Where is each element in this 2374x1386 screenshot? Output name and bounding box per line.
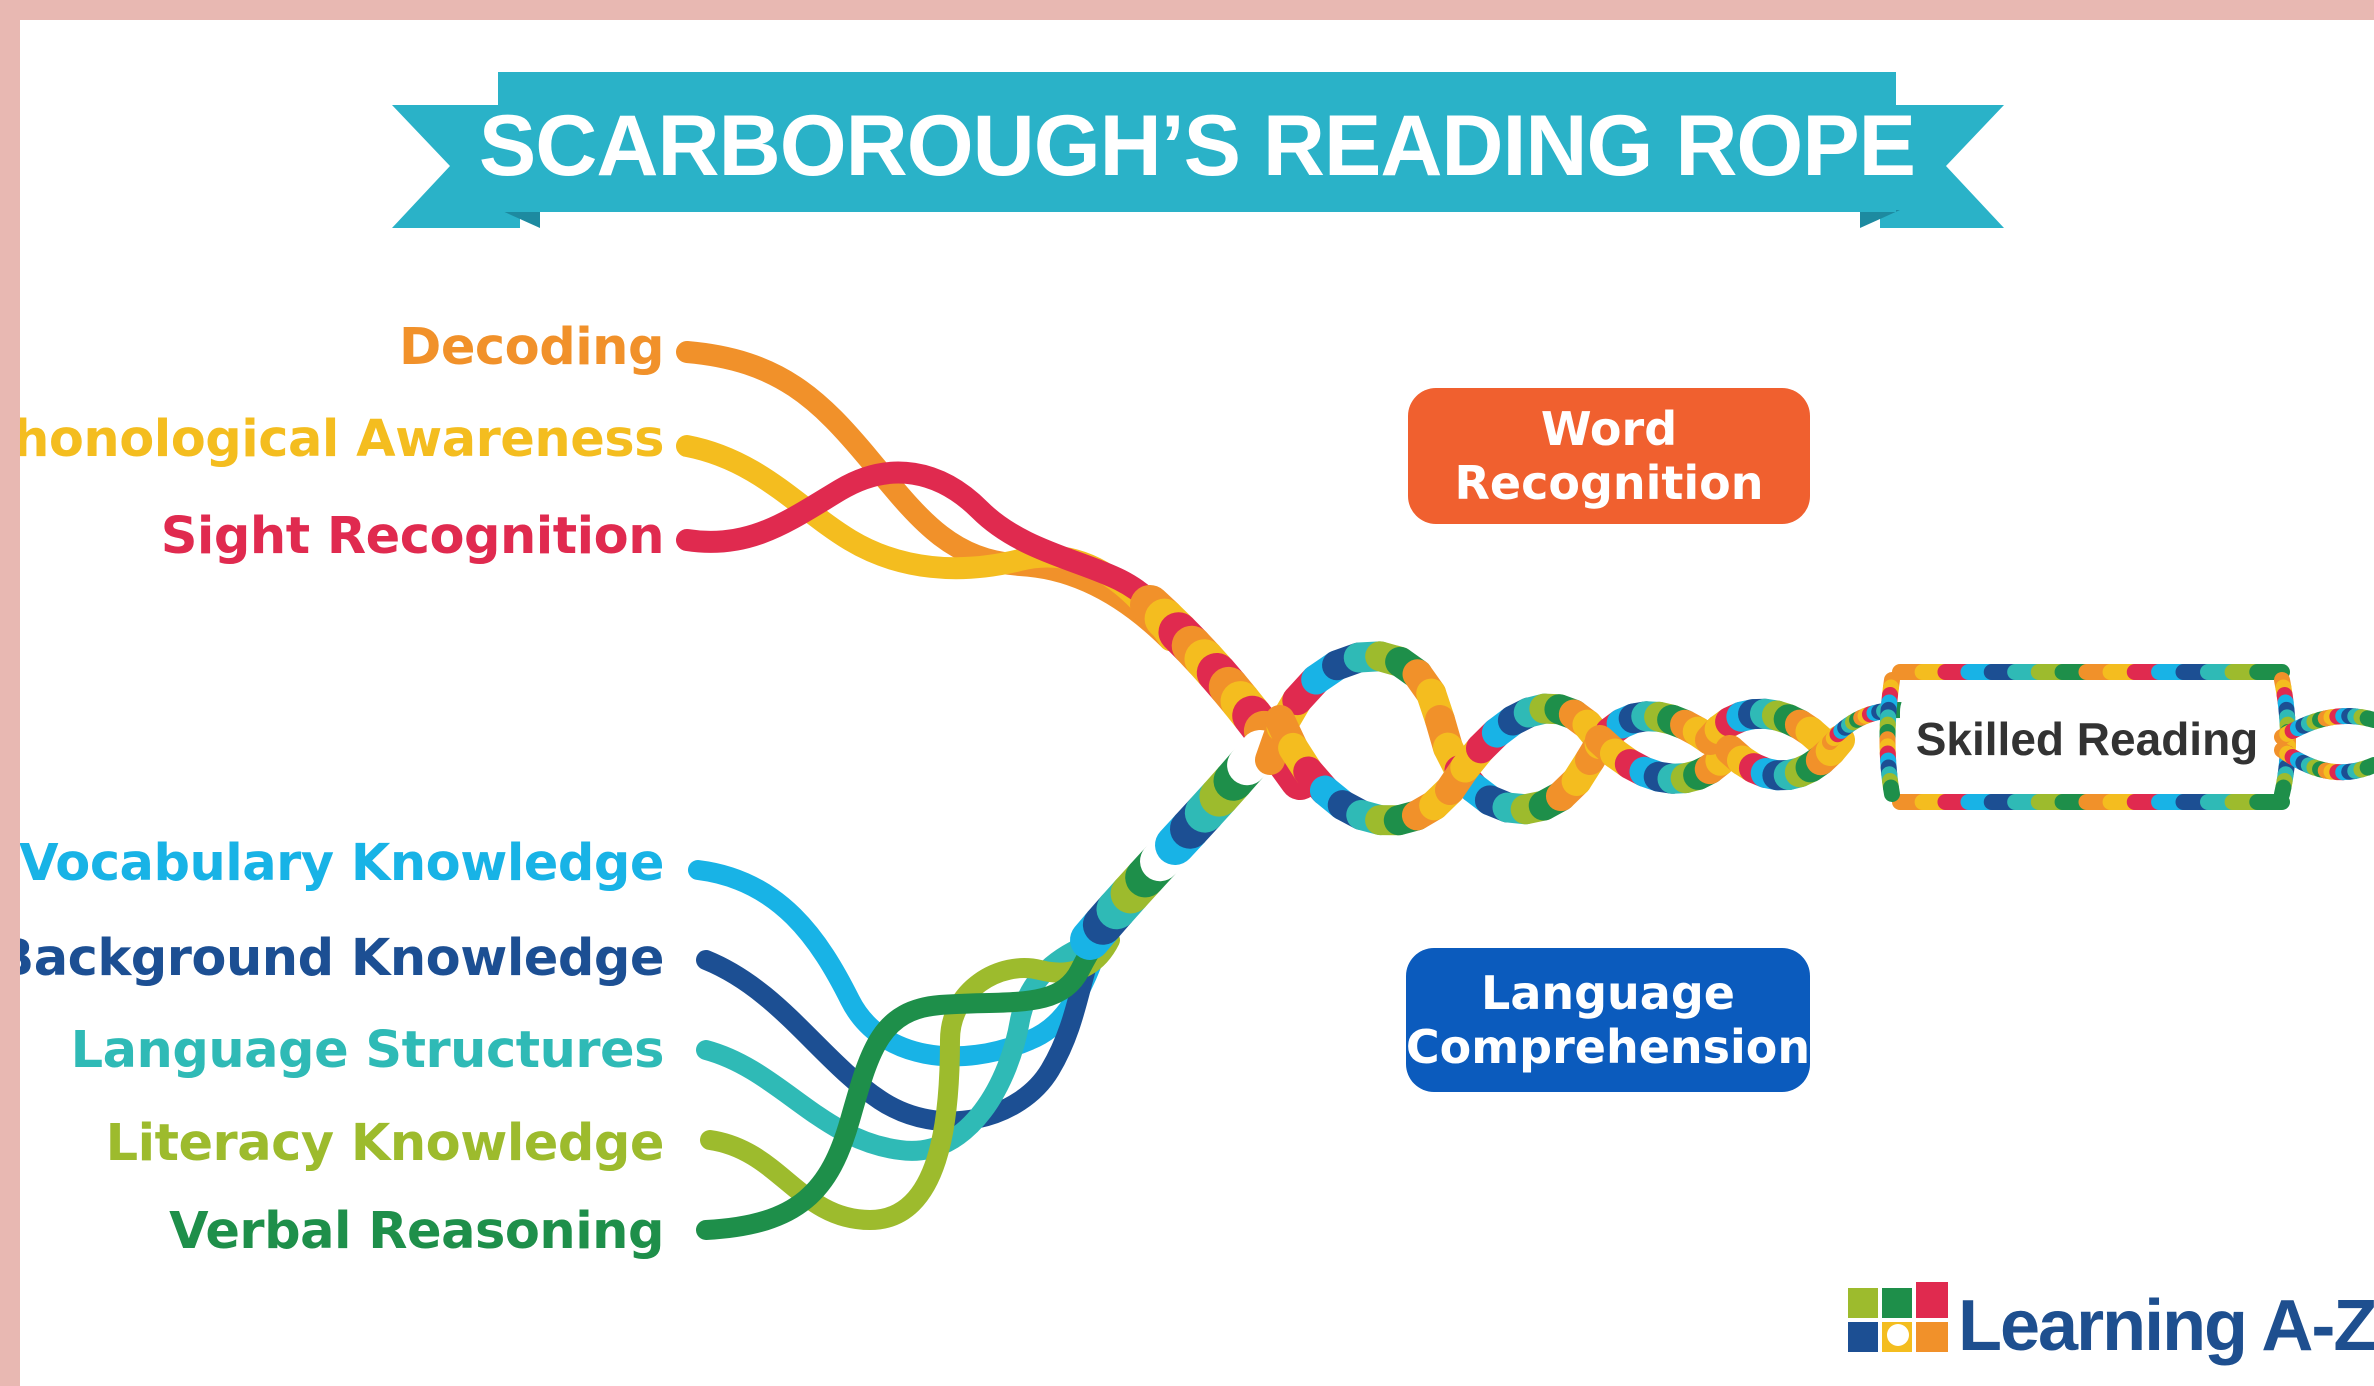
language-comprehension-strands (688, 860, 1120, 1240)
rope-segment (2359, 710, 2374, 728)
rope-segment (1882, 779, 1900, 802)
label-verbal-reasoning: Verbal Reasoning (169, 1202, 664, 1261)
reading-rope-diagram: SCARBOROUGH’S READING ROPE Skilled Readi… (392, 72, 2374, 1366)
rope-segment (2359, 757, 2374, 776)
strand-verbal-reasoning (696, 915, 1120, 1240)
label-background-knowledge: Background Knowledge (20, 929, 664, 988)
page-title: SCARBOROUGH’S READING ROPE (479, 98, 1915, 194)
label-decoding: Decoding (399, 318, 665, 377)
label-literacy-knowledge: Literacy Knowledge (105, 1114, 665, 1173)
strand-sight-recognition (676, 461, 1191, 651)
skilled-reading-frame (1822, 664, 2374, 810)
intertwined-rope (1255, 641, 1855, 836)
language-comprehension-rope (1070, 730, 1280, 960)
label-phonological-awareness: Phonological Awareness (20, 410, 664, 469)
language-comprehension-line1: Language (1481, 966, 1735, 1020)
logo-text: Learning A-Z (1958, 1286, 2374, 1366)
word-recognition-line2: Recognition (1454, 456, 1764, 510)
strand-decoding (676, 341, 1181, 651)
rope-segment (1795, 716, 1835, 755)
banner-right-fold (1860, 210, 1900, 228)
banner-body (498, 72, 1896, 212)
label-sight-recognition: Sight Recognition (160, 507, 665, 566)
strand-background-knowledge (696, 920, 1110, 1132)
learning-az-logo: Learning A-Z (1848, 1282, 2374, 1366)
word-recognition-badge: Word Recognition (1408, 388, 1810, 524)
skilled-reading-box (1900, 680, 2274, 794)
label-vocabulary-knowledge: Vocabulary Knowledge (20, 834, 664, 893)
label-language-structures: Language Structures (70, 1021, 665, 1080)
diagram-frame: SCARBOROUGH’S READING ROPE Skilled Readi… (20, 20, 2374, 1386)
banner-left-tail (392, 105, 520, 228)
rope-segment (2274, 779, 2292, 802)
title-banner: SCARBOROUGH’S READING ROPE (392, 72, 2004, 228)
banner-right-tail (1880, 105, 2004, 228)
word-recognition-strands (676, 341, 1191, 651)
language-comprehension-badge: Language Comprehension (1406, 948, 1810, 1092)
banner-left-fold (500, 210, 540, 228)
word-recognition-line1: Word (1540, 402, 1678, 456)
logo-mark-icon (1848, 1282, 1948, 1352)
skilled-reading-label: Skilled Reading (1916, 713, 2259, 765)
language-comprehension-line2: Comprehension (1405, 1020, 1811, 1074)
